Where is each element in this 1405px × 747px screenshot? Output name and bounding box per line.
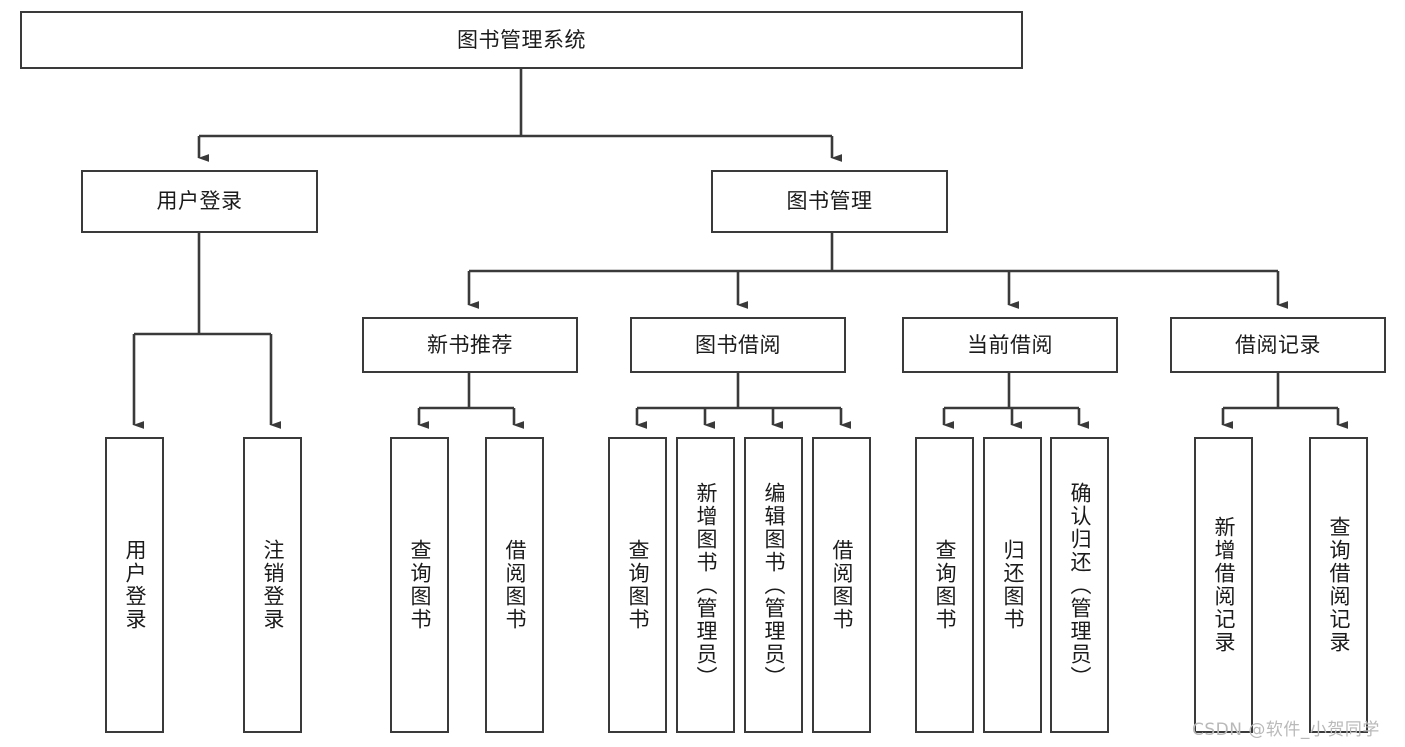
node-leaf-new-book-borrow[interactable]: 借阅图书: [485, 437, 544, 733]
node-leaf-borrow-edit-admin-label: 编辑图书（管理员）: [762, 481, 786, 689]
node-new-book-recommend[interactable]: 新书推荐: [362, 317, 578, 373]
node-book-management-label: 图书管理: [786, 189, 873, 214]
node-leaf-new-book-query-label: 查询图书: [408, 539, 432, 631]
node-leaf-borrow-edit-admin[interactable]: 编辑图书（管理员）: [744, 437, 803, 733]
node-leaf-current-confirm-return-admin[interactable]: 确认归还（管理员）: [1050, 437, 1109, 733]
node-root-label: 图书管理系统: [457, 27, 586, 52]
node-leaf-current-return[interactable]: 归还图书: [983, 437, 1042, 733]
node-leaf-user-login-signout-label: 注销登录: [261, 539, 285, 631]
node-borrow-records[interactable]: 借阅记录: [1170, 317, 1386, 373]
node-leaf-user-login-signin[interactable]: 用户登录: [105, 437, 164, 733]
node-new-book-recommend-label: 新书推荐: [427, 332, 513, 357]
node-user-login-label: 用户登录: [156, 189, 243, 214]
node-leaf-user-login-signin-label: 用户登录: [123, 539, 147, 631]
node-leaf-records-query-label: 查询借阅记录: [1327, 516, 1351, 654]
node-leaf-user-login-signout[interactable]: 注销登录: [243, 437, 302, 733]
node-user-login[interactable]: 用户登录: [81, 170, 318, 233]
node-leaf-current-query-label: 查询图书: [933, 539, 957, 631]
node-leaf-new-book-query[interactable]: 查询图书: [390, 437, 449, 733]
node-book-management[interactable]: 图书管理: [711, 170, 948, 233]
node-leaf-records-query[interactable]: 查询借阅记录: [1309, 437, 1368, 733]
node-leaf-current-confirm-return-admin-label: 确认归还（管理员）: [1068, 481, 1092, 689]
node-leaf-borrow-borrow-book-label: 借阅图书: [830, 539, 854, 631]
node-leaf-current-query[interactable]: 查询图书: [915, 437, 974, 733]
node-book-borrow-label: 图书借阅: [695, 332, 781, 357]
csdn-watermark: CSDN @软件_小贺同学: [1192, 720, 1380, 740]
node-leaf-records-add-label: 新增借阅记录: [1212, 516, 1236, 654]
node-leaf-borrow-borrow-book[interactable]: 借阅图书: [812, 437, 871, 733]
node-current-borrow[interactable]: 当前借阅: [902, 317, 1118, 373]
node-leaf-current-return-label: 归还图书: [1001, 539, 1025, 631]
node-current-borrow-label: 当前借阅: [967, 332, 1053, 357]
node-borrow-records-label: 借阅记录: [1235, 332, 1321, 357]
node-leaf-records-add[interactable]: 新增借阅记录: [1194, 437, 1253, 733]
node-book-borrow[interactable]: 图书借阅: [630, 317, 846, 373]
node-leaf-borrow-add-admin[interactable]: 新增图书（管理员）: [676, 437, 735, 733]
node-leaf-borrow-query-label: 查询图书: [626, 539, 650, 631]
node-leaf-borrow-query[interactable]: 查询图书: [608, 437, 667, 733]
node-leaf-borrow-add-admin-label: 新增图书（管理员）: [694, 481, 718, 689]
node-root-library-system[interactable]: 图书管理系统: [20, 11, 1023, 69]
node-leaf-new-book-borrow-label: 借阅图书: [503, 539, 527, 631]
